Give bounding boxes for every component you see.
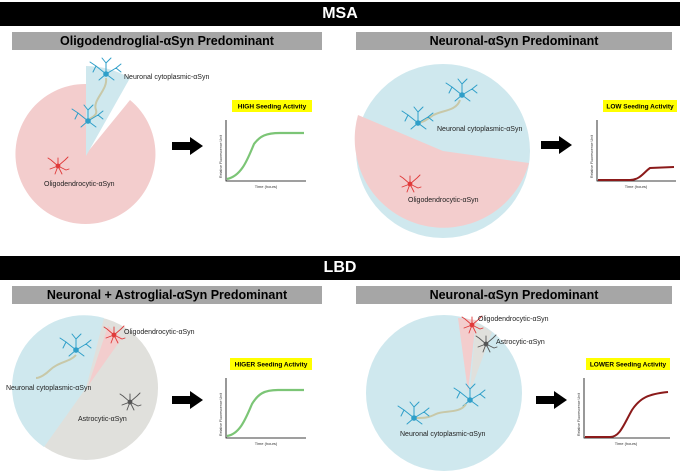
lbd-right-neuronal-label: Neuronal cytoplasmic-αSyn [400,431,485,438]
lbd-right-seeding-pill [586,358,670,370]
msa-band-title: MSA [322,5,358,22]
graph-xlabel: Time (hours) [255,441,278,446]
lbd-left-neuronal-label: Neuronal cytoplasmic-αSyn [6,385,91,392]
lbd-left-seeding-pill [230,358,312,370]
msa-left-header: Oligodendroglial-αSyn Predominant [12,32,322,50]
msa-band: MSA [0,2,680,26]
msa-left-header-text: Oligodendroglial-αSyn Predominant [60,34,274,48]
msa-left-oligo-label: Oligodendrocytic-αSyn [44,181,115,188]
lbd-right-astro-slice [470,322,492,392]
graph-xlabel: Time (hours) [625,184,648,189]
msa-right-seeding-pill [603,100,677,112]
lbd-left-astro-label: Astrocytic-αSyn [78,416,127,423]
lbd-band: LBD [0,256,680,280]
msa-right-curve [598,166,675,181]
lbd-left-header-text: Neuronal + Astroglial-αSyn Predominant [46,288,288,302]
msa-right-seeding-text: LOW Seeding Activity [606,104,674,111]
msa-right-graph: LOW Seeding Activity Relative Fluorescen… [590,100,677,189]
lbd-right-header: Neuronal-αSyn Predominant [356,286,672,304]
lbd-left-oligo-label: Oligodendrocytic-αSyn [124,329,195,336]
msa-right-oligo-slice [354,115,529,228]
lbd-left-pie [12,315,158,460]
msa-left-seeding-text: HIGH Seeding Activity [238,104,307,111]
msa-left-neuronal-slice [86,66,130,156]
graph-xlabel: Time (hours) [255,184,278,189]
lbd-right-oligo-label: Oligodendrocytic-αSyn [478,316,549,323]
graph-ylabel: Relative Fluorescence Unit [219,135,223,178]
lbd-right-oligo-slice [458,318,476,392]
graph-xlabel: Time (hours) [615,441,638,446]
lbd-right-graph: LOWER Seeding Activity Relative Fluoresc… [577,358,670,446]
lbd-right-seeding-text: LOWER Seeding Activity [590,362,667,369]
msa-right-pie [354,64,530,238]
lbd-band-title: LBD [323,259,357,276]
msa-left-curve [226,131,304,181]
lbd-right-header-text: Neuronal-αSyn Predominant [429,288,599,302]
lbd-left-header: Neuronal + Astroglial-αSyn Predominant [12,286,322,304]
arrow-icon [172,391,203,409]
lbd-left-neuronal-slice [12,315,104,447]
arrow-icon [541,136,572,154]
msa-right-header-text: Neuronal-αSyn Predominant [429,34,599,48]
lbd-right-pie [366,315,522,471]
arrow-icon [536,391,567,409]
lbd-left-curve [226,388,304,438]
msa-left-seeding-pill [232,100,312,112]
msa-right-header: Neuronal-αSyn Predominant [356,32,672,50]
lbd-left-graph: HIGER Seeding Activity Relative Fluoresc… [219,358,312,446]
lbd-left-seeding-text: HIGER Seeding Activity [235,362,308,369]
lbd-left-oligo-slice [88,326,122,386]
graph-ylabel: Relative Fluorescence Unit [590,135,594,178]
arrow-icon [172,137,203,155]
msa-right-oligo-label: Oligodendrocytic-αSyn [408,197,479,204]
msa-left-neuronal-label: Neuronal cytoplasmic-αSyn [124,74,209,81]
graph-ylabel: Relative Fluorescence Unit [219,393,223,436]
msa-left-graph: HIGH Seeding Activity Relative Fluoresce… [219,100,312,189]
lbd-right-astro-label: Astrocytic-αSyn [496,339,545,346]
msa-left-pie [15,57,156,224]
graph-ylabel: Relative Fluorescence Unit [577,393,581,436]
msa-left-oligo-slice [15,83,156,224]
msa-right-neuronal-label: Neuronal cytoplasmic-αSyn [437,126,522,133]
lbd-right-curve [585,391,669,438]
